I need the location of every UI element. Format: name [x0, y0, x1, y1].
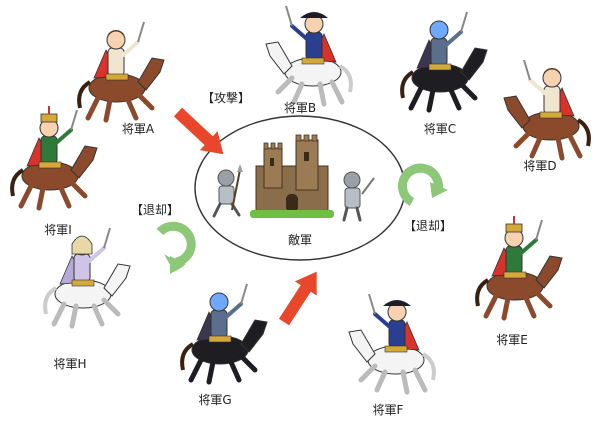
general-i-label: 将軍I — [44, 223, 72, 237]
general-d-label: 将軍D — [523, 159, 556, 173]
general-g-label: 将軍G — [198, 393, 231, 407]
general-c: 将軍C — [400, 11, 488, 136]
general-h-rider-icon — [43, 227, 131, 329]
enemy-soldier-left-icon — [212, 164, 243, 218]
enemy-label: 敵軍 — [288, 232, 312, 247]
general-d: 将軍D — [503, 59, 591, 173]
general-f-label: 将軍F — [373, 403, 404, 417]
general-c-rider-icon — [400, 11, 488, 113]
general-b-rider-icon — [265, 5, 353, 107]
generals-layer: 将軍A 将軍B 将軍C 将軍D 将軍E 将軍F 将軍G 将軍H 将軍I — [10, 5, 591, 417]
general-h-label: 将軍H — [53, 357, 86, 371]
general-c-label: 将軍C — [424, 122, 456, 136]
general-a: 将軍A — [77, 21, 165, 136]
general-d-rider-icon — [503, 59, 591, 161]
general-f-rider-icon — [348, 293, 436, 395]
general-f: 将軍F — [348, 293, 436, 417]
general-b-label: 将軍B — [284, 101, 316, 115]
general-h: 将軍H — [43, 227, 131, 371]
attack-arrow-top-icon — [173, 107, 224, 155]
retreat-annotation-left: 【退却】 — [131, 203, 179, 217]
general-a-rider-icon — [77, 21, 165, 123]
retreat-annotation-right: 【退却】 — [404, 219, 452, 233]
general-g-rider-icon — [180, 283, 268, 385]
general-g: 将軍G — [180, 283, 268, 407]
general-e: 将軍E — [475, 216, 563, 347]
general-e-rider-icon — [475, 216, 563, 321]
general-e-label: 将軍E — [496, 333, 528, 347]
attack-arrow-bottom-icon — [278, 271, 317, 326]
general-i-rider-icon — [10, 106, 98, 211]
castle-icon — [250, 134, 334, 218]
general-i: 将軍I — [10, 106, 98, 237]
general-b: 将軍B — [265, 5, 353, 115]
retreat-arrow-left-icon — [156, 221, 196, 274]
retreat-arrow-right-icon — [397, 163, 448, 206]
attack-annotation: 【攻撃】 — [202, 90, 250, 105]
enemy-soldier-right-icon — [342, 171, 375, 222]
general-a-label: 将軍A — [122, 122, 155, 136]
